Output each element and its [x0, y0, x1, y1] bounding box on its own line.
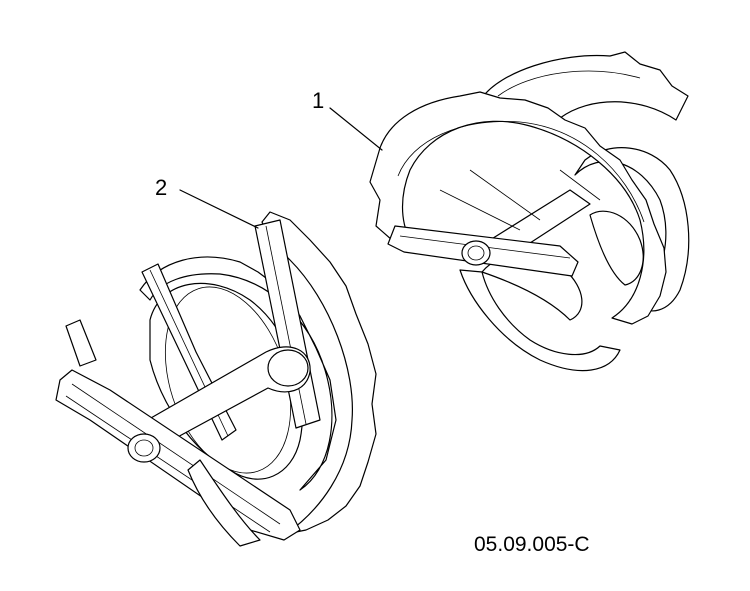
callout-label-1: 1	[312, 88, 324, 113]
callout-label-2: 2	[155, 175, 167, 200]
auger-paddle-part-2	[55, 211, 377, 547]
callout-1-leader	[329, 107, 383, 151]
figure-code: 05.09.005-C	[474, 533, 590, 556]
auger-ribbon-part-1	[369, 51, 690, 372]
callout-2-leader	[179, 189, 259, 229]
